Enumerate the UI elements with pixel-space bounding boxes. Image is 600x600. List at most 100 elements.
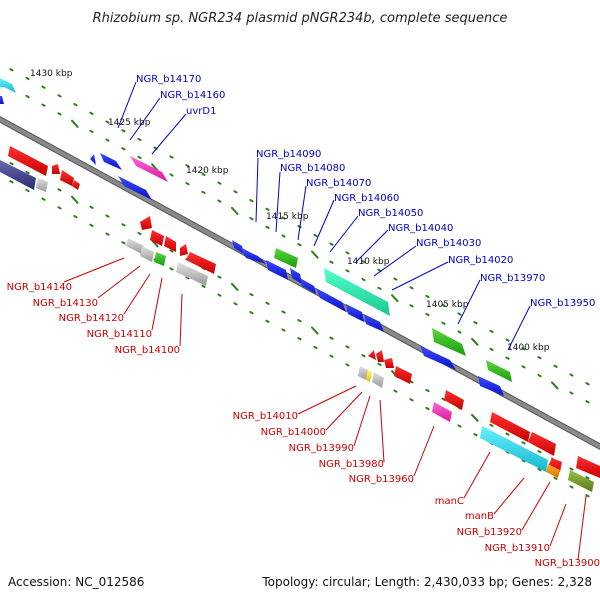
gene-arrow[interactable] <box>290 268 302 284</box>
tick-mark <box>185 182 190 186</box>
gene-label[interactable]: NGR_b13960 <box>349 474 414 485</box>
gene-label[interactable]: manC <box>435 496 464 507</box>
gene-label[interactable]: NGR_b14000 <box>261 427 326 438</box>
gene-label[interactable]: NGR_b14120 <box>59 313 124 324</box>
gene-arrow[interactable] <box>266 260 288 280</box>
gene-arrow[interactable] <box>118 176 152 200</box>
gene-label[interactable]: NGR_b14030 <box>416 238 481 249</box>
gene-arrow[interactable] <box>164 236 176 252</box>
gene-arrow[interactable] <box>486 360 512 382</box>
tick-mark <box>361 354 366 358</box>
gene-arrow[interactable] <box>478 376 504 396</box>
tick-mark <box>311 250 319 259</box>
gene-arrow[interactable] <box>368 350 376 360</box>
gene-label[interactable]: NGR_b13920 <box>457 527 522 538</box>
gene-arrow[interactable] <box>346 304 364 322</box>
gene-arrow[interactable] <box>130 156 168 182</box>
gene-arrow[interactable] <box>576 456 600 478</box>
tick-mark <box>537 450 542 454</box>
tick-mark <box>361 278 366 282</box>
gene-arrow[interactable] <box>0 78 16 93</box>
tick-mark <box>329 242 334 246</box>
gene-arrow[interactable] <box>358 366 368 380</box>
gene-arrow[interactable] <box>432 328 466 356</box>
gene-label[interactable]: NGR_b14130 <box>33 298 98 309</box>
gene-arrow[interactable] <box>366 370 372 382</box>
gene-label[interactable]: NGR_b13950 <box>530 298 595 309</box>
gene-arrow[interactable] <box>60 170 74 186</box>
gene-arrow[interactable] <box>444 390 464 410</box>
gene-label[interactable]: NGR_b14040 <box>388 223 453 234</box>
gene-arrow[interactable] <box>568 470 594 492</box>
gene-arrow[interactable] <box>154 252 166 266</box>
gene-label[interactable]: NGR_b14170 <box>136 74 201 85</box>
gene-arrow[interactable] <box>176 262 208 286</box>
gene-label[interactable]: NGR_b14090 <box>256 149 321 160</box>
gene-label[interactable]: NGR_b13970 <box>480 273 545 284</box>
backbone <box>0 116 600 450</box>
tick-mark <box>217 293 222 297</box>
tick-mark <box>313 233 318 238</box>
gene-arrow[interactable] <box>180 244 188 256</box>
gene-label[interactable]: manB <box>465 511 494 522</box>
gene-arrow[interactable] <box>36 178 48 192</box>
gene-arrow[interactable] <box>300 278 316 294</box>
gene-label[interactable]: NGR_b14070 <box>306 178 371 189</box>
gene-label[interactable]: NGR_b14140 <box>7 282 72 293</box>
gene-arrow[interactable] <box>546 464 560 478</box>
gene-label[interactable]: NGR_b13990 <box>289 443 354 454</box>
gene-arrow[interactable] <box>232 240 244 254</box>
tick-mark <box>471 337 479 346</box>
gene-arrow[interactable] <box>528 432 556 456</box>
gene-label[interactable]: NGR_b13910 <box>485 543 550 554</box>
tick-mark <box>41 103 46 107</box>
tick-mark <box>249 311 254 315</box>
gene-label[interactable]: NGR_b14050 <box>358 208 423 219</box>
gene-arrow[interactable] <box>432 402 452 422</box>
gene-arrow[interactable] <box>126 238 144 254</box>
gene-arrow[interactable] <box>394 366 412 384</box>
gene-label[interactable]: NGR_b14100 <box>115 345 180 356</box>
gene-label[interactable]: NGR_b14080 <box>280 163 345 174</box>
tick-mark <box>89 129 94 133</box>
tick-mark <box>137 137 142 142</box>
gene-label[interactable]: NGR_b14110 <box>87 329 152 340</box>
gene-arrow[interactable] <box>100 153 122 170</box>
gene-arrow[interactable] <box>324 268 390 316</box>
gene-label[interactable]: NGR_b14010 <box>233 411 298 422</box>
tick-mark <box>457 424 462 428</box>
tick-mark <box>393 277 398 281</box>
gene-arrow[interactable] <box>376 350 384 362</box>
gene-arrow[interactable] <box>364 314 384 332</box>
gene-arrow[interactable] <box>0 160 36 190</box>
gene-arrow[interactable] <box>548 458 562 472</box>
gene-label[interactable]: NGR_b14060 <box>334 193 399 204</box>
tick-mark <box>585 476 590 480</box>
gene-arrow[interactable] <box>150 230 164 246</box>
gene-arrow[interactable] <box>240 248 266 264</box>
kbp-label: 1430 kbp <box>30 69 73 79</box>
gene-arrow[interactable] <box>0 96 4 104</box>
gene-arrow[interactable] <box>420 346 456 370</box>
tick-mark <box>281 216 286 220</box>
gene-arrow[interactable] <box>316 288 346 312</box>
gene-arrow[interactable] <box>490 412 530 442</box>
gene-arrow[interactable] <box>52 164 60 174</box>
tick-mark <box>425 388 430 393</box>
gene-arrow[interactable] <box>186 252 216 274</box>
gene-arrow[interactable] <box>384 358 394 368</box>
gene-label[interactable]: NGR_b13900 <box>535 558 600 569</box>
gene-label[interactable]: NGR_b14020 <box>448 255 513 266</box>
gene-arrow[interactable] <box>480 426 548 472</box>
kbp-label: 1415 kbp <box>266 212 309 222</box>
gene-arrow[interactable] <box>72 180 80 190</box>
gene-arrow[interactable] <box>274 248 298 268</box>
gene-arrow[interactable] <box>140 246 154 262</box>
gene-arrow[interactable] <box>8 146 48 176</box>
gene-label[interactable]: NGR_b14160 <box>160 90 225 101</box>
gene-label[interactable]: uvrD1 <box>186 106 216 117</box>
gene-arrow[interactable] <box>90 154 96 165</box>
gene-arrow[interactable] <box>140 216 152 230</box>
gene-label[interactable]: NGR_b13980 <box>319 459 384 470</box>
gene-arrow[interactable] <box>372 372 384 388</box>
